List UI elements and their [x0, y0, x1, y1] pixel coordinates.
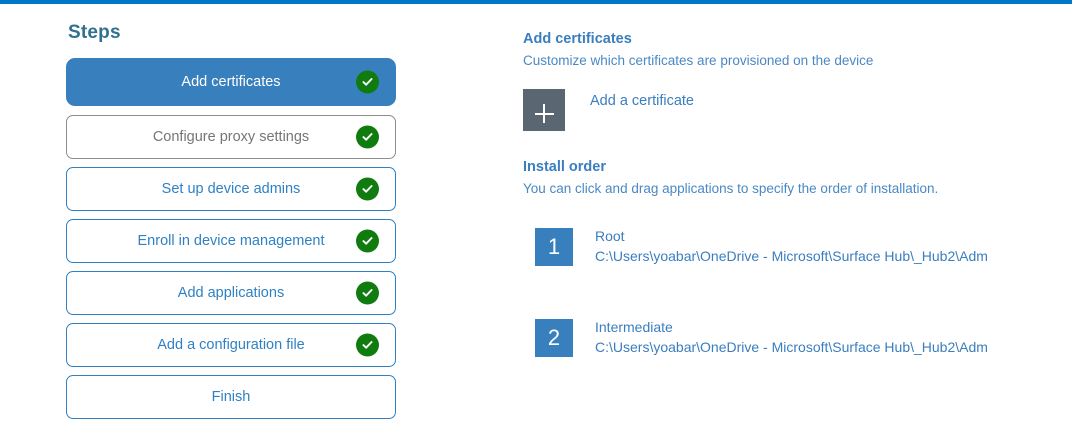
section-subheading: Customize which certificates are provisi…	[523, 53, 874, 68]
list-item[interactable]: 2 Intermediate C:\Users\yoabar\OneDrive …	[523, 319, 1072, 357]
step-item-enroll-in-device-management[interactable]: Enroll in device management	[66, 219, 396, 263]
step-label: Add a configuration file	[157, 337, 305, 353]
top-accent-bar	[0, 0, 1072, 4]
add-certificate-row[interactable]: Add a certificate	[523, 89, 1072, 131]
order-item-text: Intermediate C:\Users\yoabar\OneDrive - …	[595, 318, 988, 357]
order-number-badge: 2	[535, 319, 573, 357]
step-item-configure-proxy-settings[interactable]: Configure proxy settings	[66, 115, 396, 159]
add-certificate-label[interactable]: Add a certificate	[590, 93, 694, 109]
check-circle-icon	[356, 177, 379, 201]
step-label: Set up device admins	[161, 181, 301, 197]
step-label: Configure proxy settings	[152, 129, 310, 145]
step-item-set-up-device-admins[interactable]: Set up device admins	[66, 167, 396, 211]
check-circle-icon	[356, 281, 379, 305]
step-label: Enroll in device management	[137, 233, 325, 249]
add-certificates-section: Add certificates Customize which certifi…	[523, 30, 1072, 70]
plus-icon[interactable]	[523, 89, 565, 131]
check-circle-icon	[356, 229, 379, 253]
section-heading: Add certificates	[523, 31, 632, 47]
order-number-badge: 1	[535, 228, 573, 266]
install-order-section: Install order You can click and drag app…	[523, 158, 1072, 357]
list-item[interactable]: 1 Root C:\Users\yoabar\OneDrive - Micros…	[523, 228, 1072, 266]
page-title: Steps	[68, 22, 121, 43]
step-item-add-a-configuration-file[interactable]: Add a configuration file	[66, 323, 396, 367]
install-order-subheading: You can click and drag applications to s…	[523, 181, 939, 196]
order-item-text: Root C:\Users\yoabar\OneDrive - Microsof…	[595, 227, 988, 266]
plus-horizontal-stroke	[534, 112, 554, 115]
step-item-add-certificates[interactable]: Add certificates	[66, 58, 396, 106]
check-circle-icon	[356, 125, 379, 149]
detail-panel: Add certificates Customize which certifi…	[523, 30, 1072, 410]
step-item-finish[interactable]: Finish	[66, 375, 396, 419]
certificate-path: C:\Users\yoabar\OneDrive - Microsoft\Sur…	[595, 339, 988, 355]
install-order-list: 1 Root C:\Users\yoabar\OneDrive - Micros…	[523, 228, 1072, 357]
install-order-heading: Install order	[523, 159, 606, 175]
step-label: Add applications	[177, 285, 285, 301]
step-item-add-applications[interactable]: Add applications	[66, 271, 396, 315]
certificate-path: C:\Users\yoabar\OneDrive - Microsoft\Sur…	[595, 248, 988, 264]
check-circle-icon	[356, 70, 379, 94]
step-label: Finish	[211, 389, 251, 405]
certificate-name: Root	[595, 228, 625, 244]
certificate-name: Intermediate	[595, 319, 673, 335]
check-circle-icon	[356, 333, 379, 357]
step-label: Add certificates	[181, 74, 281, 90]
steps-panel: Steps Add certificates Configure proxy s…	[66, 22, 398, 427]
